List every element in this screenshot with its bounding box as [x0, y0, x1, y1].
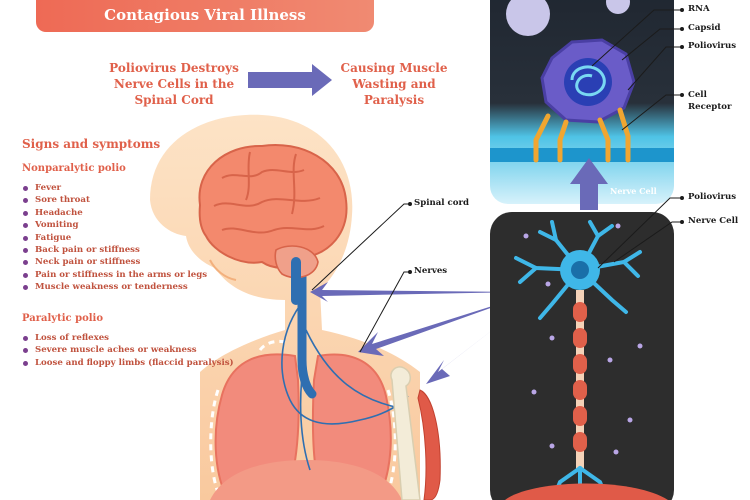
nonparalytic-title: Nonparalytic polio [22, 163, 126, 174]
label-cell-receptor-line: Receptor [688, 102, 732, 112]
lungs [209, 339, 397, 499]
brain [198, 144, 348, 305]
headline-effect-line: Paralysis [363, 93, 425, 107]
headline-arrow [248, 64, 332, 96]
list-item: Vomiting [22, 219, 207, 231]
headline-effect-line: Wasting and [352, 77, 436, 91]
list-item: Headache [22, 207, 207, 219]
list-item: Severe muscle aches or weakness [22, 344, 234, 356]
page-title: Contagious Viral Illness [36, 0, 374, 32]
list-item: Fever [22, 182, 207, 194]
list-item: Fatigue [22, 232, 207, 244]
label-capsid: Capsid [688, 23, 721, 33]
signs-title: Signs and symptoms [22, 137, 161, 151]
label-poliovirus-bottom: Poliovirus [688, 192, 737, 202]
label-cell-receptor: Cell Receptor [688, 89, 732, 113]
arm [390, 366, 441, 500]
label-nerves: Nerves [414, 266, 448, 276]
nonparalytic-list: Fever Sore throat Headache Vomiting Fati… [22, 182, 207, 294]
label-poliovirus-top: Poliovirus [688, 41, 737, 51]
list-item: Pain or stiffness in the arms or legs [22, 269, 207, 281]
list-item: Back pain or stiffness [22, 244, 207, 256]
label-cell-receptor-line: Cell [688, 90, 707, 100]
paralytic-list: Loss of reflexes Severe muscle aches or … [22, 332, 234, 369]
headline-cause-line: Nerve Cells in the [113, 77, 235, 91]
label-nerve-cell-panel: Nerve Cell [610, 186, 657, 196]
label-rna: RNA [688, 4, 710, 14]
pointer-arrows [310, 282, 526, 384]
list-item: Loose and floppy limbs (flaccid paralysi… [22, 357, 234, 369]
paralytic-title: Paralytic polio [22, 313, 104, 324]
list-item: Sore throat [22, 194, 207, 206]
headline-cause-line: Spinal Cord [134, 93, 214, 107]
label-spinal-cord: Spinal cord [414, 198, 470, 208]
list-item: Muscle weakness or tenderness [22, 281, 207, 293]
list-item: Loss of reflexes [22, 332, 234, 344]
headline-cause-line: Poliovirus Destroys [109, 61, 239, 75]
list-item: Neck pain or stiffness [22, 256, 207, 268]
virus-binding-panel [490, 0, 674, 204]
headline-cause: Poliovirus Destroys Nerve Cells in the S… [108, 60, 240, 108]
neuron-panel [490, 212, 674, 500]
headline-effect: Causing Muscle Wasting and Paralysis [338, 60, 450, 108]
label-nerve-cell-bottom: Nerve Cell [688, 216, 739, 226]
headline-effect-line: Causing Muscle [340, 61, 448, 75]
poliovirus-particle [540, 38, 636, 124]
up-arrow [570, 158, 608, 210]
